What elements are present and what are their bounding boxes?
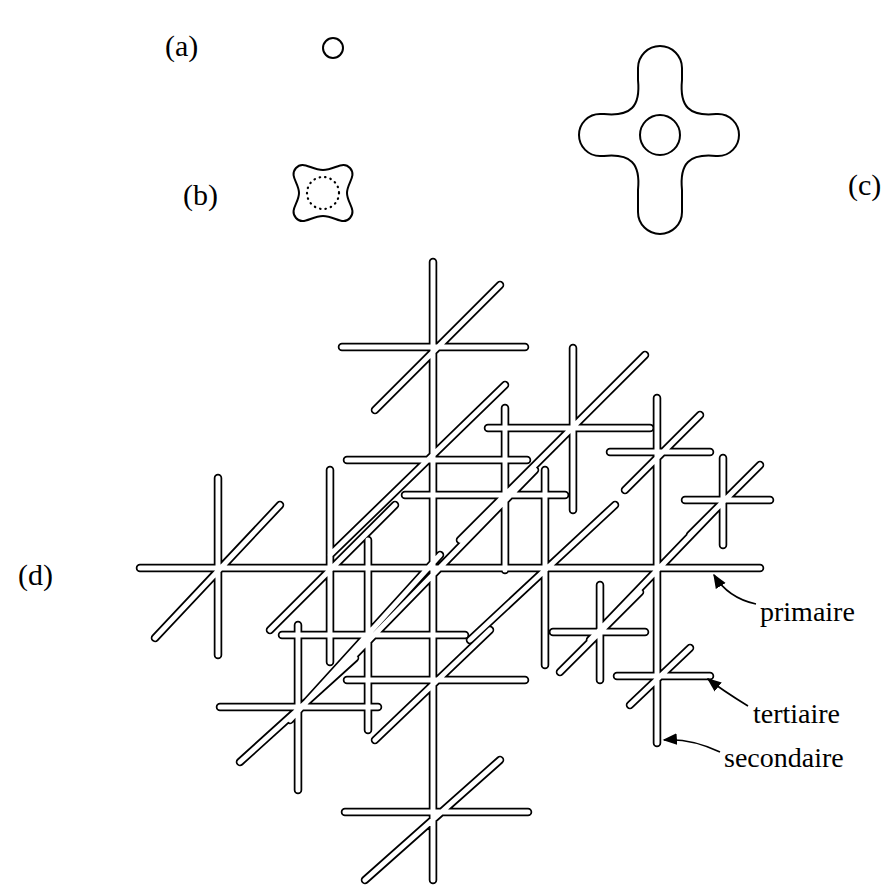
panel-label: (d) [18, 560, 53, 590]
leader-arrow [714, 575, 756, 604]
branch-label: primaire [760, 598, 855, 626]
rod-fill [140, 262, 770, 880]
leader-arrow [708, 679, 748, 706]
branch-label: tertiaire [753, 700, 840, 728]
dendrite-network [140, 262, 770, 880]
panel-label: (c) [848, 170, 881, 200]
leader-arrow [664, 740, 720, 752]
leader-arrows [664, 575, 756, 752]
initial-circle-dotted [307, 177, 339, 209]
branch-label: secondaire [724, 744, 844, 772]
perturbed-grain [294, 165, 353, 221]
panel-label: (b) [183, 180, 218, 210]
nucleus-circle [323, 38, 343, 58]
four-arm-grain [579, 46, 739, 234]
inner-circle [640, 115, 680, 155]
rod-outline [140, 262, 770, 880]
panel-label: (a) [165, 31, 198, 61]
